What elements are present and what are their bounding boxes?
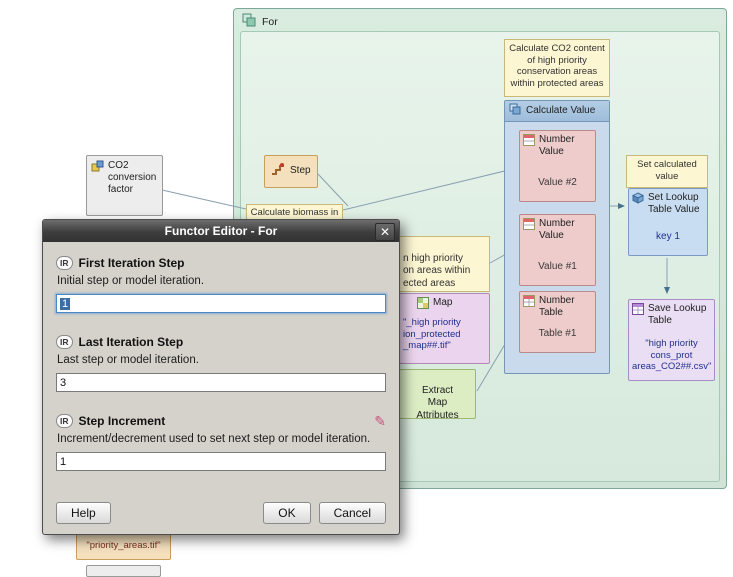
table1-name: Table #1 <box>523 328 592 340</box>
map-icon <box>417 297 429 313</box>
save-lookup-value: "high priority cons_prot areas_CO2##.csv… <box>632 338 711 373</box>
save-lookup-icon <box>632 303 644 319</box>
node-number-value-2[interactable]: Number Value Value #2 <box>519 130 596 202</box>
section-first-iteration-step: IR First Iteration Step <box>56 256 386 270</box>
priority-areas-value: "priority_areas.tif" <box>86 540 160 552</box>
ok-button[interactable]: OK <box>263 502 310 524</box>
first-iteration-label: First Iteration Step <box>79 256 185 270</box>
first-iteration-input[interactable]: 1 <box>56 294 386 313</box>
node-set-lookup-table-value[interactable]: Set Lookup Table Value key 1 <box>628 188 708 256</box>
note-co2-content[interactable]: Calculate CO2 content of high priority c… <box>504 39 610 97</box>
node-step[interactable]: Step <box>264 155 318 188</box>
step-increment-desc: Increment/decrement used to set next ste… <box>57 433 385 445</box>
help-button[interactable]: Help <box>56 502 111 524</box>
step-increment-label: Step Increment <box>79 414 166 428</box>
hp-note-text: n high priority on areas within ected ar… <box>403 253 470 288</box>
step-label: Step <box>290 165 311 177</box>
calculate-value-label: Calculate Value <box>526 105 595 117</box>
extract-label: Extract Map Attributes <box>416 385 458 420</box>
node-co2-conversion-factor[interactable]: CO2 conversion factor <box>86 155 163 216</box>
last-iteration-desc: Last step or model iteration. <box>57 354 385 366</box>
note-set-calculated-value[interactable]: Set calculated value <box>626 155 708 188</box>
ir-type-icon: IR <box>56 335 73 349</box>
functor-editor-dialog: Functor Editor - For ✕ IR First Iteratio… <box>42 219 400 535</box>
edit-pencil-icon[interactable]: ✎ <box>374 415 386 427</box>
node-partially-hidden[interactable] <box>86 565 161 577</box>
set-calc-note-text: Set calculated value <box>637 159 697 182</box>
first-iteration-desc: Initial step or model iteration. <box>57 275 385 287</box>
section-last-iteration-step: IR Last Iteration Step <box>56 335 386 349</box>
last-iteration-input[interactable] <box>56 373 386 392</box>
co2-factor-label: CO2 conversion factor <box>108 160 158 197</box>
map-label: Map <box>433 297 452 309</box>
number-value-type: Number Value <box>539 218 592 242</box>
number-value-icon <box>523 218 535 234</box>
co2-note-text: Calculate CO2 content of high priority c… <box>509 43 605 89</box>
biomass-note-text: Calculate biomass in <box>251 207 339 218</box>
step-icon <box>270 162 285 180</box>
ir-type-icon: IR <box>56 256 73 270</box>
cancel-button[interactable]: Cancel <box>319 502 386 524</box>
number-table-icon <box>523 295 535 311</box>
node-priority-areas[interactable]: "priority_areas.tif" <box>76 531 171 560</box>
co2-factor-icon <box>91 160 104 177</box>
dialog-title: Functor Editor - For <box>165 224 278 238</box>
dialog-titlebar[interactable]: Functor Editor - For ✕ <box>43 220 399 242</box>
number-value-icon <box>523 134 535 150</box>
set-lookup-label: Set Lookup Table Value <box>648 192 704 216</box>
set-lookup-icon <box>632 192 644 208</box>
number-value-type: Number Value <box>539 134 592 158</box>
value2-name: Value #2 <box>523 177 592 189</box>
close-button[interactable]: ✕ <box>375 223 395 241</box>
node-number-table-1[interactable]: Number Table Table #1 <box>519 291 596 353</box>
node-number-value-1[interactable]: Number Value Value #1 <box>519 214 596 286</box>
number-table-type: Number Table <box>539 295 592 319</box>
map-value: "_high priority ion_protected _map##.tif… <box>403 317 486 352</box>
node-extract-map-attributes[interactable]: Extract Map Attributes <box>399 369 476 419</box>
node-map[interactable]: Map "_high priority ion_protected _map##… <box>399 293 490 364</box>
value1-name: Value #1 <box>523 261 592 273</box>
calculate-value-icon <box>509 103 521 119</box>
save-lookup-label: Save Lookup Table <box>648 303 711 327</box>
step-increment-input[interactable] <box>56 452 386 471</box>
note-high-priority-fragment[interactable]: n high priority on areas within ected ar… <box>399 236 490 292</box>
last-iteration-label: Last Iteration Step <box>79 335 184 349</box>
section-step-increment: IR Step Increment ✎ <box>56 414 386 428</box>
set-lookup-key: key 1 <box>632 231 704 243</box>
ir-type-icon: IR <box>56 414 73 428</box>
input-selection: 1 <box>60 298 70 310</box>
node-save-lookup-table[interactable]: Save Lookup Table "high priority cons_pr… <box>628 299 715 381</box>
